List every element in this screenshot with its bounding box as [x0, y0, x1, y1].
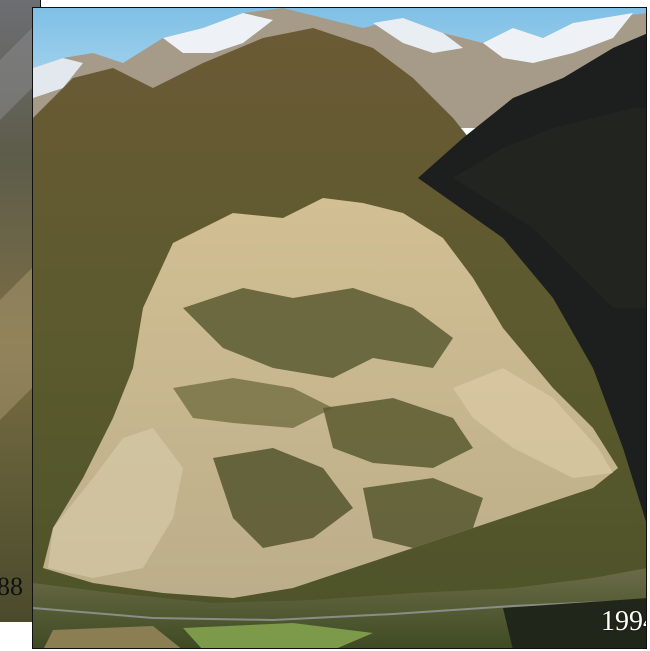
photo-year-label: 1994 — [601, 606, 646, 637]
older-photo-year: 88 — [0, 572, 23, 601]
landslide-photo: 1994 — [32, 7, 647, 649]
landslide-photo-image — [33, 8, 646, 648]
